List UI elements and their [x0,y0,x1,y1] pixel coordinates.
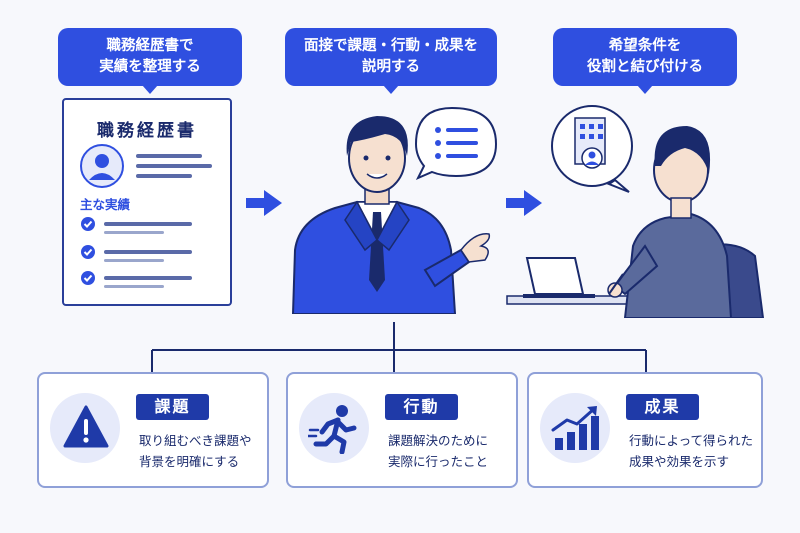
step-2-line-2: 説明する [362,59,420,75]
card-result: 成果 行動によって得られた 成果や効果を示す [527,372,763,488]
list-icon [435,127,478,159]
resume-section-label: 主な実績 [80,197,131,212]
card-result-line-1: 行動によって得られた [629,433,754,448]
card-action-description: 課題解決のために 実際に行ったこと [388,430,488,472]
card-action: 行動 課題解決のために 実際に行ったこと [286,372,518,488]
card-issue-line-1: 取り組むべき課題や [139,433,252,448]
profile-section [80,144,212,188]
arrow-right-icon [506,190,542,216]
running-person-icon [308,405,357,454]
check-icon [81,271,95,285]
step-2-line-1: 面接で課題・行動・成果を [304,38,478,54]
step-1-line-2: 実績を整理する [99,59,201,75]
step-3-bubble: 希望条件を 役割と結び付ける [553,28,737,94]
presenter-illustration [291,116,491,314]
card-issue: 課題 取り組むべき課題や 背景を明確にする [37,372,269,488]
achievement-list [81,217,192,288]
card-action-line-1: 課題解決のために [388,433,489,448]
interviewer-illustration [506,105,765,318]
step-2-bubble: 面接で課題・行動・成果を 説明する [285,28,497,94]
step-1-line-1: 職務経歴書で [106,38,194,54]
resume-title: 職務経歴書 [97,121,197,141]
arrow-right-icon [246,190,282,216]
step-1-bubble: 職務経歴書で 実績を整理する [58,28,242,94]
warning-icon [63,405,109,448]
company-person-icon [551,105,633,193]
card-action-tag: 行動 [385,394,458,420]
list-speech-bubble [414,106,498,180]
card-issue-tag: 課題 [136,394,209,420]
card-issue-description: 取り組むべき課題や 背景を明確にする [139,430,252,472]
card-result-description: 行動によって得られた 成果や効果を示す [629,430,753,472]
check-icon [81,245,95,259]
resume-document: 職務経歴書 主な実績 [62,98,232,306]
step-3-line-2: 役割と結び付ける [587,59,703,75]
check-icon [81,217,95,231]
card-result-tag: 成果 [626,394,699,420]
card-action-line-2: 実際に行ったこと [388,454,489,469]
connector-lines [151,322,647,372]
card-issue-line-2: 背景を明確にする [139,454,240,469]
card-result-line-2: 成果や効果を示す [629,454,730,469]
growth-chart-icon [551,406,599,450]
step-3-line-1: 希望条件を [608,38,682,54]
profile-avatar-icon [80,144,124,188]
